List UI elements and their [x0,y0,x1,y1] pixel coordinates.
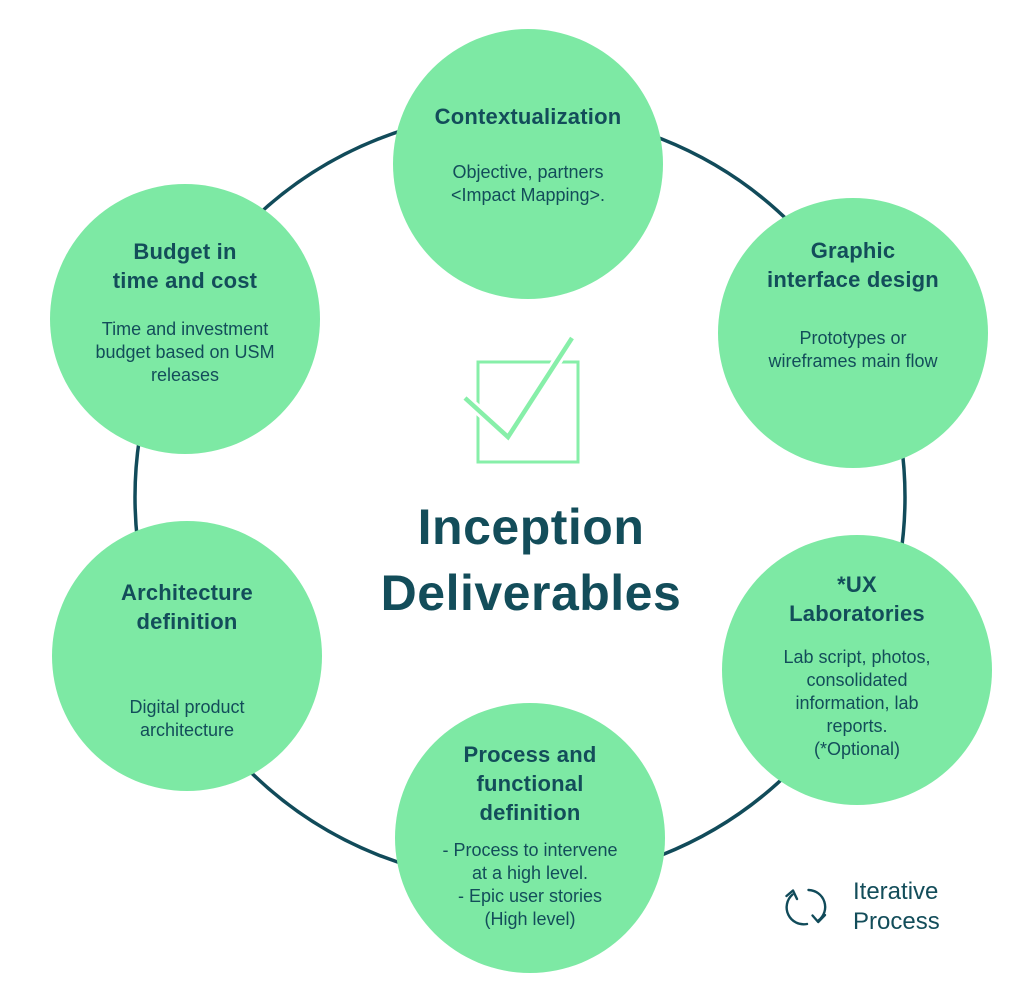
circle-description: - Process to intervene at a high level. … [442,840,618,929]
circle-graphic-interface-design: Graphic interface design Prototypes or w… [718,198,988,468]
circle-description: Lab script, photos, consolidated informa… [783,647,931,759]
iterative-process-icon [785,888,827,926]
cycle-arrowhead-bottom [811,913,827,924]
cycle-arc-left [785,893,809,926]
cycle-arrowhead-top [785,889,799,901]
circle-description: Prototypes or wireframes main flow [768,328,938,371]
circle-title: Architecture definition [121,580,253,634]
checkmark-icon [463,336,574,441]
main-title: Inception Deliverables [380,499,682,621]
legend-label: Iterative Process [853,878,940,935]
circle-contextualization: Contextualization Objective, partners <I… [393,29,663,299]
circle-title: Process and functional definition [463,742,597,825]
checkbox-icon [461,335,580,464]
circle-description: Objective, partners <Impact Mapping>. [450,162,606,205]
circle-description: Time and investment budget based on USM … [95,319,275,385]
circle-title: Graphic interface design [767,238,939,292]
circle-process-functional-definition: Process and functional definition - Proc… [395,703,665,973]
circle-budget-time-cost: Budget in time and cost Time and investm… [50,184,320,454]
circle-architecture-definition: Architecture definition Digital product … [52,521,322,791]
circle-title: *UX Laboratories [789,572,925,626]
circle-ux-laboratories: *UX Laboratories Lab script, photos, con… [722,535,992,805]
circle-title: Contextualization [434,104,622,129]
circle-title: Budget in time and cost [112,239,258,293]
circle-description: Digital product architecture [129,697,245,740]
